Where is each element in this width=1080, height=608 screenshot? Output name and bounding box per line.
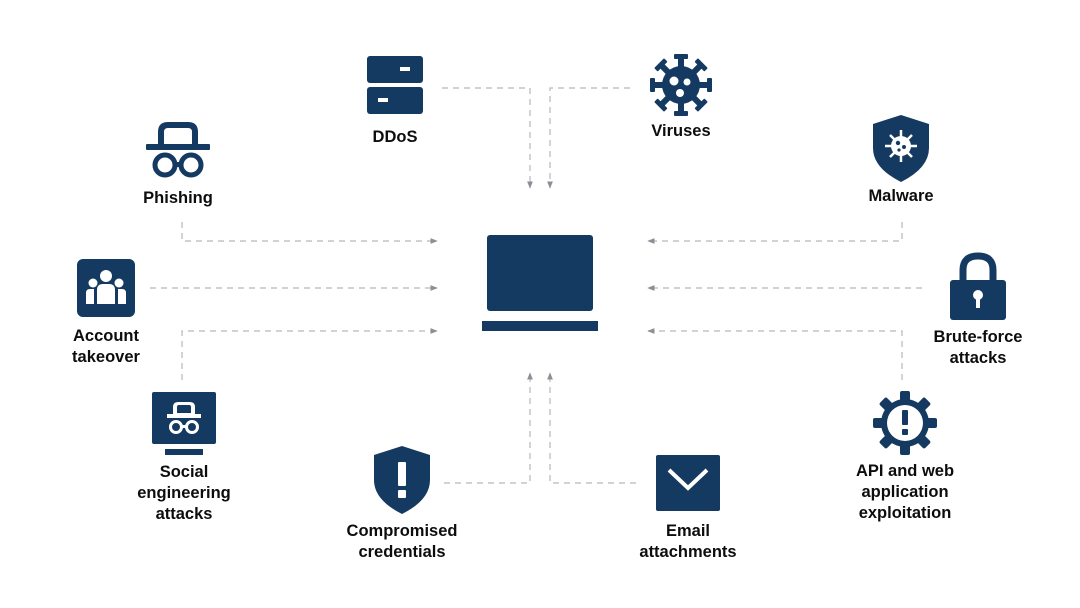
monitor-spy-icon xyxy=(152,392,216,455)
threat-label-brute-force: Brute-force attacks xyxy=(933,328,1023,367)
alert-shield-icon xyxy=(374,446,430,514)
threat-label-ddos: DDoS xyxy=(372,128,418,146)
connector-viruses xyxy=(547,87,630,189)
threat-label-api-web: API and web application exploitation xyxy=(855,462,955,522)
threat-malware: Malware xyxy=(821,112,981,207)
connector-compromised-credentials xyxy=(444,372,533,484)
threat-brute-force: Brute-force attacks xyxy=(898,252,1058,369)
threat-phishing: Phishing xyxy=(98,120,258,209)
threat-compromised-credentials: Compromised credentials xyxy=(322,444,482,563)
warning-gear-icon xyxy=(873,391,937,455)
connector-ddos xyxy=(442,87,533,189)
threat-label-compromised-credentials: Compromised credentials xyxy=(346,522,458,561)
threat-label-social-engineering: Social engineering attacks xyxy=(137,463,231,523)
envelope-icon xyxy=(656,455,720,511)
padlock-icon xyxy=(950,252,1006,320)
connector-email-attachments xyxy=(547,372,636,484)
connector-social-engineering xyxy=(181,328,438,380)
threat-account-takeover: Account takeover xyxy=(26,258,186,368)
virus-icon xyxy=(650,54,712,116)
threat-viruses: Viruses xyxy=(601,54,761,142)
threat-api-web: API and web application exploitation xyxy=(825,390,985,524)
connector-api-web xyxy=(647,328,903,380)
threat-label-account-takeover: Account takeover xyxy=(72,327,140,366)
threat-social-engineering: Social engineering attacks xyxy=(104,391,264,525)
threat-label-viruses: Viruses xyxy=(651,122,711,140)
laptop-icon xyxy=(482,235,598,331)
spy-icon xyxy=(146,122,210,178)
users-icon xyxy=(77,259,135,317)
connector-malware xyxy=(647,222,903,244)
threat-label-malware: Malware xyxy=(868,187,934,205)
server-icon xyxy=(367,56,423,114)
threat-label-phishing: Phishing xyxy=(143,189,213,207)
malware-shield-icon xyxy=(873,115,929,182)
threat-label-email-attachments: Email attachments xyxy=(639,522,737,561)
connector-phishing xyxy=(181,222,438,244)
threat-email-attachments: Email attachments xyxy=(608,454,768,563)
threat-ddos: DDoS xyxy=(315,55,475,148)
